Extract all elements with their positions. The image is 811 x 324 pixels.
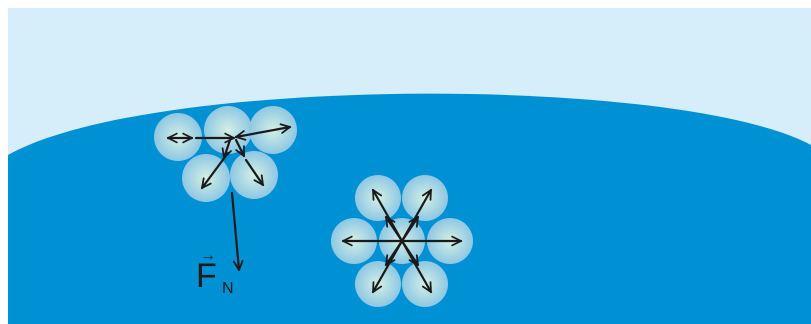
interior-molecule — [402, 175, 448, 221]
interior-molecule — [402, 261, 448, 307]
force-label-vector-mark: → — [200, 247, 216, 264]
force-label-subscript: N — [222, 280, 234, 297]
surface-molecule — [230, 151, 278, 199]
